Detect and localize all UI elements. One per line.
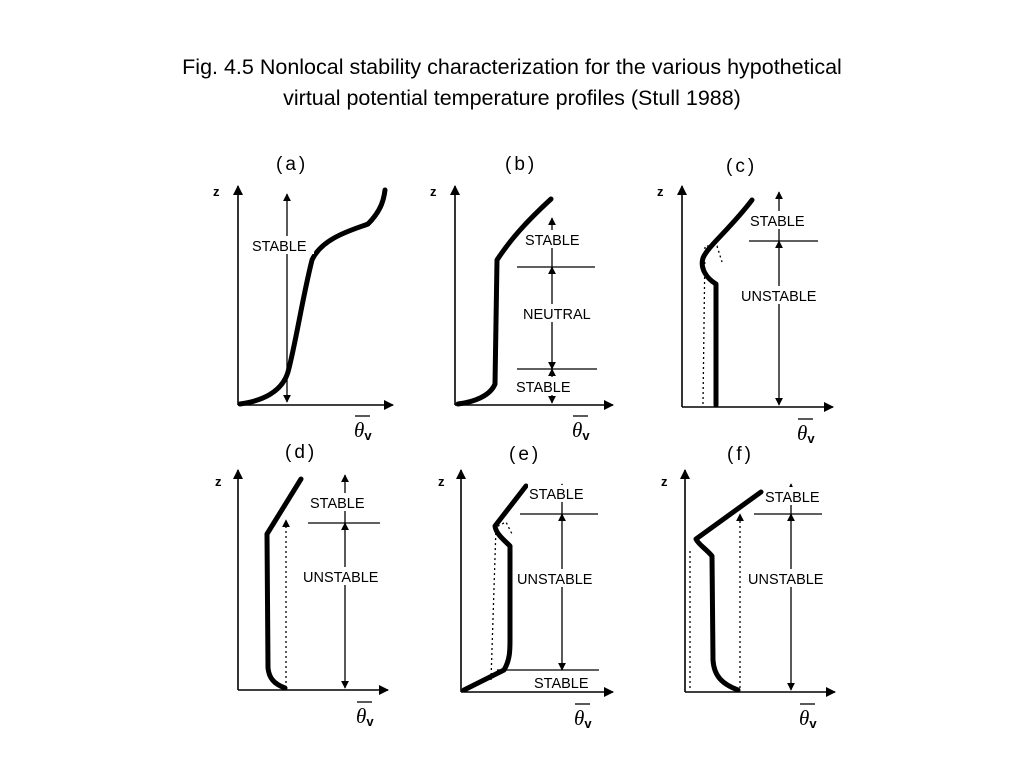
panel-b-region-stable-bottom: STABLE <box>516 380 571 396</box>
panel-a-theta-label: θv <box>354 418 372 443</box>
panel-d-z-label: z <box>215 474 222 489</box>
panel-c-label: (c) <box>726 156 757 177</box>
panel-e-theta-profile <box>461 483 529 693</box>
panel-a-theta-profile <box>237 187 388 407</box>
panel-b-region-stable-top: STABLE <box>525 233 580 249</box>
panel-e-region-unstable: UNSTABLE <box>517 572 593 588</box>
panel-c-theta-label: θv <box>797 421 815 446</box>
figure-caption: Fig. 4.5 Nonlocal stability characteriza… <box>0 52 1024 114</box>
panel-b-theta-profile <box>455 196 554 407</box>
panel-b-region-neutral: NEUTRAL <box>523 307 591 323</box>
panel-e-label: (e) <box>509 444 541 465</box>
caption-line-1: Fig. 4.5 Nonlocal stability characteriza… <box>182 55 842 79</box>
panel-f-theta-profile <box>693 489 764 693</box>
panel-f: (f) z θv STABLE UNSTABLE <box>661 444 845 731</box>
panel-c-z-label: z <box>657 184 664 199</box>
panel-f-label: (f) <box>727 444 754 465</box>
panel-f-region-stable: STABLE <box>765 490 820 506</box>
panel-a-region-stable: STABLE <box>252 239 307 255</box>
panel-e-region-stable-bottom: STABLE <box>534 676 589 692</box>
panel-d-region-unstable: UNSTABLE <box>303 570 379 586</box>
panel-c-theta-profile <box>699 197 755 408</box>
panel-b: (b) z θv STABLE NEUTRAL STABLE <box>430 154 614 443</box>
panel-e-theta-label: θv <box>574 706 592 731</box>
panel-d-label: (d) <box>285 442 317 463</box>
caption-line-2: virtual potential temperature profiles (… <box>283 86 741 110</box>
panel-c: (c) z θv STABLE UNSTABLE <box>657 156 838 446</box>
panel-f-z-label: z <box>661 474 668 489</box>
panel-c-region-stable: STABLE <box>750 214 805 230</box>
panel-b-theta-label: θv <box>572 418 590 443</box>
panel-a-z-label: z <box>213 184 220 199</box>
panel-e-z-label: z <box>438 474 445 489</box>
panel-e-region-stable-top: STABLE <box>529 487 584 503</box>
panel-e-parcel-path <box>490 521 513 681</box>
panel-f-region-unstable: UNSTABLE <box>748 572 824 588</box>
panel-b-z-label: z <box>430 184 437 199</box>
panel-d: (d) z θv STABLE UNSTABLE <box>215 442 400 729</box>
panel-d-region-stable: STABLE <box>310 496 365 512</box>
panel-a-label: (a) <box>276 154 308 175</box>
panel-d-theta-label: θv <box>356 704 374 729</box>
panel-e: (e) z θv STABLE UNSTABLE STABLE <box>438 444 614 731</box>
panel-a: (a) z θv STABLE <box>213 154 394 443</box>
panel-b-label: (b) <box>505 154 537 175</box>
panel-c-region-unstable: UNSTABLE <box>741 289 817 305</box>
panel-f-theta-label: θv <box>799 706 817 731</box>
panel-d-theta-profile <box>264 476 304 691</box>
